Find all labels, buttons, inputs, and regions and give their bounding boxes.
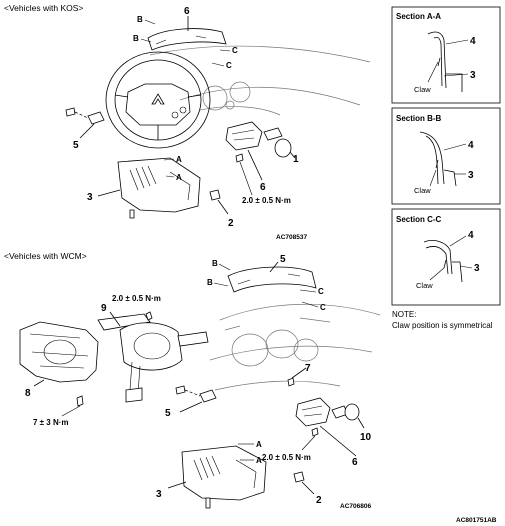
wcm-diagram: <Vehicles with WCM> 5 B B C C 8 xyxy=(4,251,381,510)
kos-diagram: <Vehicles with KOS> 6 4 B B xyxy=(4,3,371,241)
note-block: NOTE: Claw position is symmetrical xyxy=(392,310,493,330)
wcm-section-c2: C xyxy=(320,303,326,312)
section-cc-claw: Claw xyxy=(416,281,433,290)
kos-section-c1: C xyxy=(232,46,238,55)
wcm-torque-top-bolt xyxy=(145,311,153,321)
kos-callout-4: 6 xyxy=(184,6,190,17)
wcm-callout-7: 7 xyxy=(305,363,311,374)
kos-part-2 xyxy=(209,189,229,215)
wcm-part-10 xyxy=(344,403,365,429)
section-aa-claw: Claw xyxy=(414,85,431,94)
section-cc-title: Section C-C xyxy=(396,215,442,224)
kos-section-a2: A xyxy=(176,173,182,182)
wcm-callout-5: 5 xyxy=(165,408,171,419)
wcm-part-6-switch xyxy=(295,397,357,457)
wcm-part-9-switch xyxy=(97,311,209,403)
section-bb-claw: Claw xyxy=(414,186,431,195)
section-aa-4: 4 xyxy=(470,36,476,47)
kos-lower-cover xyxy=(97,157,201,219)
kos-part-5 xyxy=(65,107,105,139)
section-cc-3: 3 xyxy=(474,263,480,274)
kos-callout-5: 5 xyxy=(73,140,79,151)
kos-part-6-switch xyxy=(225,121,283,181)
note-heading: NOTE: xyxy=(392,310,416,319)
kos-section-b1: B xyxy=(137,15,143,24)
wcm-section-b2: B xyxy=(207,278,213,287)
wcm-section-a1: A xyxy=(256,440,262,449)
wcm-callout-3: 3 xyxy=(156,489,162,500)
wcm-title: <Vehicles with WCM> xyxy=(4,251,87,261)
wcm-callout-4: 5 xyxy=(280,254,286,265)
wcm-part-8 xyxy=(19,321,99,387)
section-aa-title: Section A-A xyxy=(396,12,441,21)
section-bb-panel: Section B-B 4 3 Claw xyxy=(391,107,501,205)
wcm-section-b1: B xyxy=(212,259,218,268)
kos-callout-2: 2 xyxy=(228,218,234,229)
wcm-section-c1: C xyxy=(318,287,324,296)
wcm-torque-left: 7 ± 3 N·m xyxy=(33,418,69,427)
wcm-part-2 xyxy=(293,471,315,495)
wcm-callout-6: 6 xyxy=(352,457,358,468)
kos-upper-cover xyxy=(147,16,227,51)
wcm-part-7 xyxy=(287,367,307,387)
section-bb-3: 3 xyxy=(468,170,474,181)
kos-callout-3: 3 xyxy=(87,192,93,203)
wcm-bolt-left xyxy=(61,395,84,417)
section-cc-panel: Section C-C 4 3 Claw xyxy=(391,208,501,306)
figure-id: AC801751AB xyxy=(456,517,497,524)
section-cc-4: 4 xyxy=(468,230,474,241)
wcm-upper-cover xyxy=(227,261,317,293)
wcm-figure-code: AC706806 xyxy=(340,503,371,510)
wcm-callout-2: 2 xyxy=(316,495,322,506)
kos-section-a1: A xyxy=(176,155,182,164)
kos-section-b2: B xyxy=(133,34,139,43)
section-bb-4: 4 xyxy=(468,140,474,151)
wcm-torque-right: 2.0 ± 0.5 N·m xyxy=(262,453,311,462)
kos-title: <Vehicles with KOS> xyxy=(4,3,83,13)
wcm-section-a2: A xyxy=(256,456,262,465)
section-aa-panel: Section A-A 4 3 Claw xyxy=(391,6,501,104)
wcm-part-5 xyxy=(175,385,217,413)
wcm-callout-10: 10 xyxy=(360,432,372,443)
wcm-lower-cover xyxy=(167,445,267,509)
section-aa-3: 3 xyxy=(470,70,476,81)
wcm-callout-8: 8 xyxy=(25,388,31,399)
note-text: Claw position is symmetrical xyxy=(392,321,493,330)
wcm-torque-right-bolt xyxy=(301,427,319,451)
wcm-callout-9: 9 xyxy=(101,303,107,314)
kos-callout-6: 6 xyxy=(260,182,266,193)
kos-torque: 2.0 ± 0.5 N·m xyxy=(242,196,291,205)
section-bb-title: Section B-B xyxy=(396,114,442,123)
kos-figure-code: AC708537 xyxy=(276,234,307,241)
wcm-torque-top: 2.0 ± 0.5 N·m xyxy=(112,294,161,303)
kos-section-c2: C xyxy=(226,61,232,70)
kos-steering-wheel xyxy=(105,51,211,149)
kos-part-1 xyxy=(274,138,296,159)
kos-callout-1: 1 xyxy=(293,154,299,165)
kos-torque-bolt xyxy=(235,153,253,196)
